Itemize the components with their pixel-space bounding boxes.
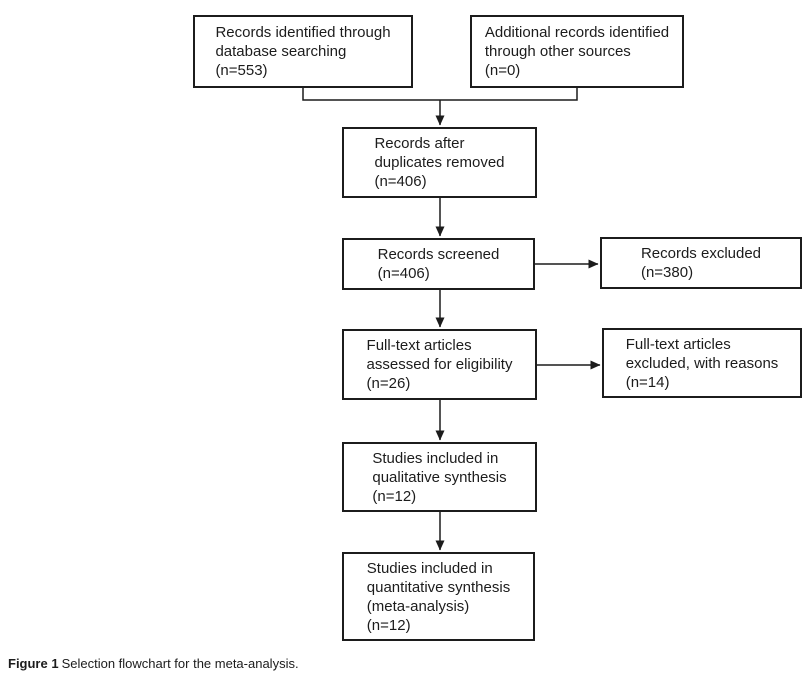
text-line: duplicates removed bbox=[374, 154, 505, 171]
box-additional-records: Additional records identified through ot… bbox=[470, 15, 684, 88]
text-line: Records identified through bbox=[215, 24, 391, 41]
box-records-excluded-text: Records excluded (n=380) bbox=[641, 244, 761, 282]
count-line: (n=406) bbox=[377, 265, 430, 282]
box-records-identified: Records identified through database sear… bbox=[193, 15, 413, 88]
text-line: assessed for eligibility bbox=[366, 356, 513, 373]
box-fulltext-assessed-text: Full-text articles assessed for eligibil… bbox=[367, 336, 513, 393]
box-after-duplicates-removed-text: Records after duplicates removed (n=406) bbox=[374, 134, 504, 191]
box-quantitative-synthesis-text: Studies included in quantitative synthes… bbox=[367, 559, 510, 635]
text-line: database searching bbox=[215, 43, 347, 60]
text-line: Records screened bbox=[377, 246, 500, 263]
merge-connector bbox=[302, 88, 578, 101]
count-line: (n=26) bbox=[366, 375, 411, 392]
count-line: (n=14) bbox=[625, 373, 670, 391]
text-line: Records excluded bbox=[640, 245, 762, 262]
box-qualitative-synthesis: Studies included in qualitative synthesi… bbox=[342, 442, 537, 512]
count-line: (n=553) bbox=[215, 62, 268, 79]
text-line: Studies included in bbox=[372, 449, 499, 467]
count-line: (n=406) bbox=[374, 173, 427, 190]
text-line: Records after bbox=[374, 135, 465, 152]
box-quantitative-synthesis: Studies included in quantitative synthes… bbox=[342, 552, 535, 641]
text-line: Full-text articles bbox=[366, 337, 472, 354]
text-line: qualitative synthesis bbox=[372, 468, 507, 486]
figure-caption-label: Figure 1 bbox=[8, 656, 59, 671]
text-line: quantitative synthesis bbox=[366, 578, 511, 596]
box-additional-records-text: Additional records identified through ot… bbox=[485, 23, 669, 80]
box-qualitative-synthesis-text: Studies included in qualitative synthesi… bbox=[372, 449, 506, 506]
text-line: Additional records identified bbox=[484, 24, 670, 41]
box-records-identified-text: Records identified through database sear… bbox=[215, 23, 390, 80]
box-records-screened-text: Records screened (n=406) bbox=[378, 245, 500, 283]
box-records-excluded: Records excluded (n=380) bbox=[600, 237, 802, 289]
box-fulltext-excluded: Full-text articles excluded, with reason… bbox=[602, 328, 802, 398]
count-line: (n=12) bbox=[366, 616, 411, 634]
text-line: (meta-analysis) bbox=[366, 597, 470, 615]
figure-caption-text: Selection flowchart for the meta-analysi… bbox=[61, 656, 299, 671]
text-line: excluded, with reasons bbox=[625, 354, 779, 372]
count-line: (n=0) bbox=[484, 62, 521, 79]
text-line: Full-text articles bbox=[625, 335, 731, 353]
box-fulltext-assessed: Full-text articles assessed for eligibil… bbox=[342, 329, 537, 400]
text-line: through other sources bbox=[484, 43, 631, 60]
count-line: (n=380) bbox=[640, 264, 694, 281]
box-records-screened: Records screened (n=406) bbox=[342, 238, 535, 290]
count-line: (n=12) bbox=[372, 487, 417, 505]
box-after-duplicates-removed: Records after duplicates removed (n=406) bbox=[342, 127, 537, 198]
text-line: Studies included in bbox=[366, 559, 493, 577]
box-fulltext-excluded-text: Full-text articles excluded, with reason… bbox=[626, 335, 779, 392]
